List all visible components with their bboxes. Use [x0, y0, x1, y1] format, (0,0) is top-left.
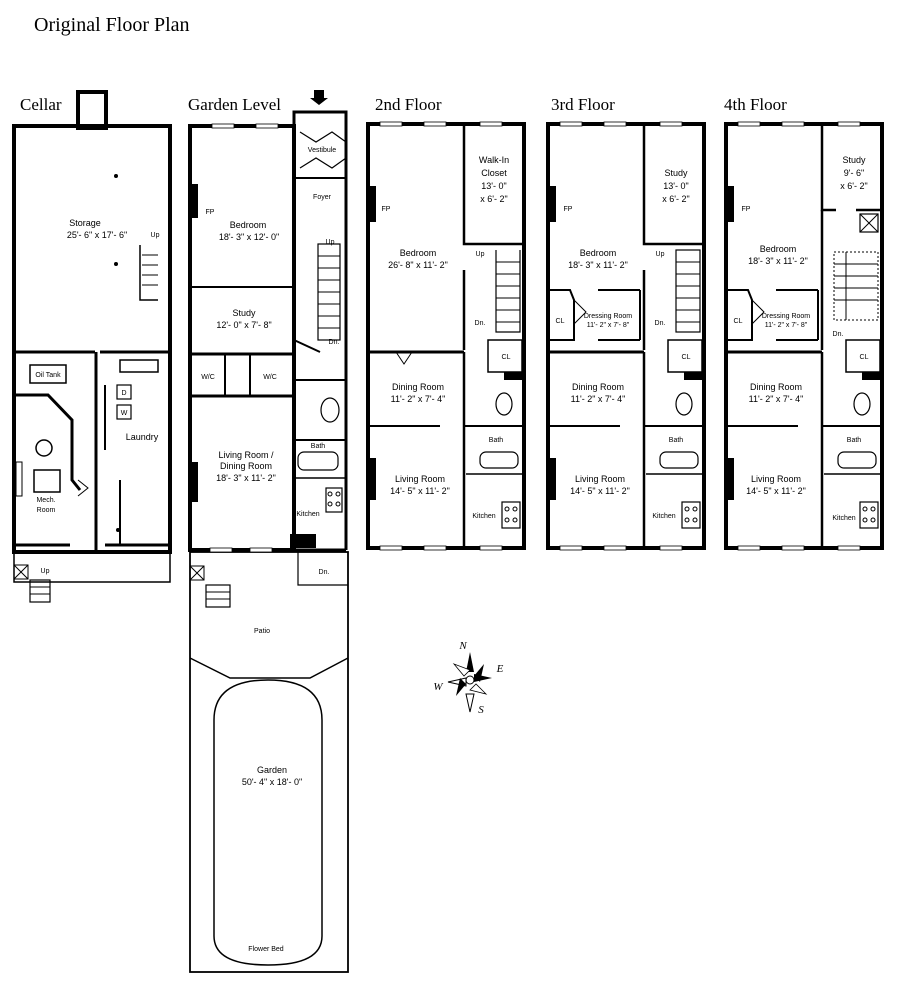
oil-tank-label: Oil Tank [35, 372, 61, 379]
third-dn-label: Dn. [655, 320, 666, 327]
fourth-kitchen-label: Kitchen [832, 515, 855, 522]
walk-in-closet-dimension-2: x 6'- 2" [480, 194, 507, 204]
second-bedroom-label: Bedroom [400, 248, 437, 258]
living-room-label-line2: Dining Room [220, 461, 272, 471]
wic-label-2: W/C [263, 374, 277, 381]
second-dining-room-label: Dining Room [392, 382, 444, 392]
fourth-cl2-label: CL [860, 354, 869, 361]
vestibule-label: Vestibule [308, 147, 337, 154]
dryer-label: D [121, 390, 126, 397]
garden-level-title: Garden Level [188, 95, 281, 114]
fourth-dn-label: Dn. [833, 331, 844, 338]
fourth-bedroom-dimensions: 18'- 3" x 11'- 2" [748, 256, 808, 266]
living-room-dimensions: 18'- 3" x 11'- 2" [216, 473, 276, 483]
walk-in-closet-label-line1: Walk-In [479, 155, 509, 165]
fourth-bedroom-label: Bedroom [760, 244, 797, 254]
second-cl-label: CL [502, 354, 511, 361]
fourth-dining-room-dimensions: 11'- 2" x 7'- 4" [749, 394, 804, 404]
garden-bedroom-dimensions: 18'- 3" x 12'- 0" [219, 232, 279, 242]
cellar-exit-up-label: Up [41, 568, 50, 575]
second-dn-label: Dn. [475, 320, 486, 327]
compass-west-label: W [433, 681, 443, 693]
third-floor-title: 3rd Floor [551, 95, 615, 114]
second-up-label: Up [476, 251, 485, 258]
cellar-title: Cellar [20, 95, 62, 114]
garden-fp-label: FP [206, 209, 215, 216]
third-up-label: Up [656, 251, 665, 258]
third-cl2-label: CL [682, 354, 691, 361]
third-dining-room-label: Dining Room [572, 382, 624, 392]
compass-south-label: S [478, 704, 484, 716]
compass-north-label: N [458, 640, 467, 652]
patio-label: Patio [254, 628, 270, 635]
fourth-cl-label: CL [734, 318, 743, 325]
fourth-study-label: Study [842, 155, 866, 165]
second-floor-title: 2nd Floor [375, 95, 442, 114]
flower-bed-label: Flower Bed [248, 946, 284, 953]
mech-room-label-line1: Mech. [36, 497, 55, 504]
fourth-fp-label: FP [742, 206, 751, 213]
garden-up-label: Up [326, 239, 335, 246]
fourth-dining-room-label: Dining Room [750, 382, 802, 392]
compass-east-label: E [496, 663, 504, 675]
third-study-dimension-2: x 6'- 2" [662, 194, 689, 204]
third-study-dimension-1: 13'- 0" [663, 181, 688, 191]
third-kitchen-label: Kitchen [652, 513, 675, 520]
window-marks [209, 121, 861, 553]
walk-in-closet-dimension-1: 13'- 0" [481, 181, 506, 191]
garden-dimensions: 50'- 4" x 18'- 0" [242, 777, 302, 787]
fourth-living-room-label: Living Room [751, 474, 801, 484]
second-bedroom-dimensions: 26'- 8" x 11'- 2" [388, 260, 448, 270]
garden-exit-dn-label: Dn. [319, 569, 330, 576]
washer-label: W [121, 410, 128, 417]
third-dressing-room-dimensions: 11'- 2" x 7'- 8" [587, 322, 630, 329]
fourth-dressing-room-dimensions: 11'- 2" x 7'- 8" [765, 322, 808, 329]
third-bedroom-dimensions: 18'- 3" x 11'- 2" [568, 260, 628, 270]
laundry-label: Laundry [126, 432, 159, 442]
third-dining-room-dimensions: 11'- 2" x 7'- 4" [571, 394, 626, 404]
second-bath-label: Bath [489, 437, 504, 444]
fourth-dressing-room-label: Dressing Room [762, 313, 810, 320]
fourth-bath-label: Bath [847, 437, 862, 444]
second-kitchen-label: Kitchen [472, 513, 495, 520]
third-living-room-dimensions: 14'- 5" x 11'- 2" [570, 486, 630, 496]
garden-kitchen-label: Kitchen [296, 511, 319, 518]
fourth-study-dimension-2: x 6'- 2" [840, 181, 867, 191]
wic-label-1: W/C [201, 374, 215, 381]
third-cl-label: CL [556, 318, 565, 325]
cellar-up-label: Up [151, 232, 160, 239]
garden-dn-label: Dn. [329, 339, 340, 346]
fourth-floor-title: 4th Floor [724, 95, 787, 114]
second-living-room-dimensions: 14'- 5" x 11'- 2" [390, 486, 450, 496]
fourth-study-dimension-1: 9'- 6" [844, 168, 864, 178]
fourth-living-room-dimensions: 14'- 5" x 11'- 2" [746, 486, 806, 496]
compass-rose-icon [447, 652, 492, 713]
cellar-storage-dimensions: 25'- 6" x 17'- 6" [67, 230, 127, 240]
garden-bath-label: Bath [311, 443, 326, 450]
cellar-plan [12, 90, 172, 603]
third-living-room-label: Living Room [575, 474, 625, 484]
second-fp-label: FP [382, 206, 391, 213]
third-fp-label: FP [564, 206, 573, 213]
mech-room-label-line2: Room [37, 507, 56, 514]
garden-study-dimensions: 12'- 0" x 7'- 8" [216, 320, 271, 330]
walk-in-closet-label-line2: Closet [481, 168, 507, 178]
living-room-label-line1: Living Room / [218, 450, 274, 460]
third-dressing-room-label: Dressing Room [584, 313, 632, 320]
third-bedroom-label: Bedroom [580, 248, 617, 258]
third-bath-label: Bath [669, 437, 684, 444]
third-study-label: Study [664, 168, 688, 178]
garden-label: Garden [257, 765, 287, 775]
page-title: Original Floor Plan [34, 14, 190, 36]
garden-study-label: Study [232, 308, 256, 318]
second-dining-room-dimensions: 11'- 2" x 7'- 4" [391, 394, 446, 404]
garden-bedroom-label: Bedroom [230, 220, 267, 230]
cellar-storage-label: Storage [69, 218, 101, 228]
foyer-label: Foyer [313, 194, 332, 201]
second-living-room-label: Living Room [395, 474, 445, 484]
